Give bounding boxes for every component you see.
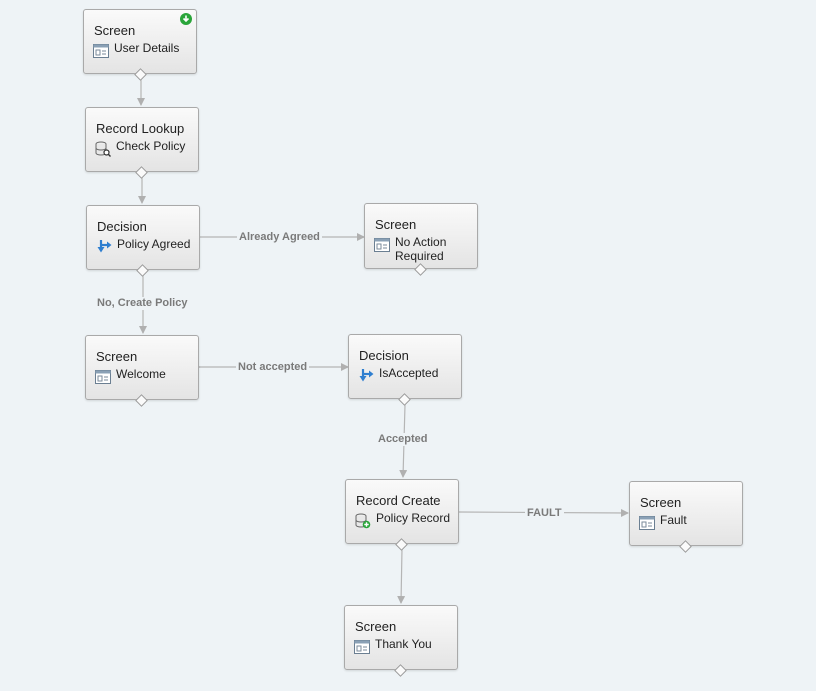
edge-label-fault[interactable]: FAULT (525, 507, 564, 520)
node-label: No Action Required (395, 235, 446, 263)
node-label: User Details (114, 41, 180, 55)
node-label: Welcome (116, 367, 166, 381)
node-label-line-1: No Action (395, 235, 447, 249)
node-screen-user-details[interactable]: Screen User Details (83, 9, 197, 74)
screen-icon (639, 515, 655, 531)
decision-arrow-icon (358, 368, 374, 384)
node-label-line-2: Required (395, 249, 444, 263)
node-screen-thank-you[interactable]: Screen Thank You (344, 605, 458, 670)
node-type: Record Create (356, 493, 441, 508)
database-search-icon (95, 141, 111, 157)
screen-icon (93, 43, 109, 59)
node-label: Fault (660, 513, 687, 527)
node-type: Screen (355, 619, 397, 634)
node-label: Thank You (375, 637, 432, 651)
edge-label-no-create-policy[interactable]: No, Create Policy (95, 297, 190, 310)
node-label: Policy Record (376, 511, 451, 525)
start-badge-icon (180, 12, 192, 25)
node-screen-no-action-required[interactable]: Screen No Action Required (364, 203, 478, 269)
node-record-create-policy-record[interactable]: Record Create Policy Record (345, 479, 459, 544)
edge-label-not-accepted[interactable]: Not accepted (236, 361, 310, 374)
screen-icon (95, 369, 111, 385)
decision-arrow-icon (96, 239, 112, 255)
connector-policy-record-to-thank-you (397, 548, 406, 604)
node-type: Screen (640, 495, 682, 510)
node-type: Decision (97, 219, 147, 234)
node-type: Screen (375, 217, 417, 232)
node-type: Screen (96, 349, 138, 364)
node-screen-welcome[interactable]: Screen Welcome (85, 335, 199, 400)
node-screen-fault[interactable]: Screen Fault (629, 481, 743, 546)
node-label: Check Policy (116, 139, 186, 153)
node-record-lookup-check-policy[interactable]: Record Lookup Check Policy (85, 107, 199, 172)
node-type: Record Lookup (96, 121, 185, 136)
screen-icon (374, 237, 390, 253)
screen-icon (354, 639, 370, 655)
node-type: Decision (359, 348, 409, 363)
node-label: IsAccepted (379, 366, 439, 380)
node-label: Policy Agreed (117, 237, 191, 251)
node-decision-isaccepted[interactable]: Decision IsAccepted (348, 334, 462, 399)
edge-label-already-agreed[interactable]: Already Agreed (237, 231, 322, 244)
edge-label-accepted[interactable]: Accepted (376, 433, 430, 446)
node-type: Screen (94, 23, 136, 38)
node-decision-policy-agreed[interactable]: Decision Policy Agreed (86, 205, 200, 270)
database-add-icon (355, 513, 371, 529)
